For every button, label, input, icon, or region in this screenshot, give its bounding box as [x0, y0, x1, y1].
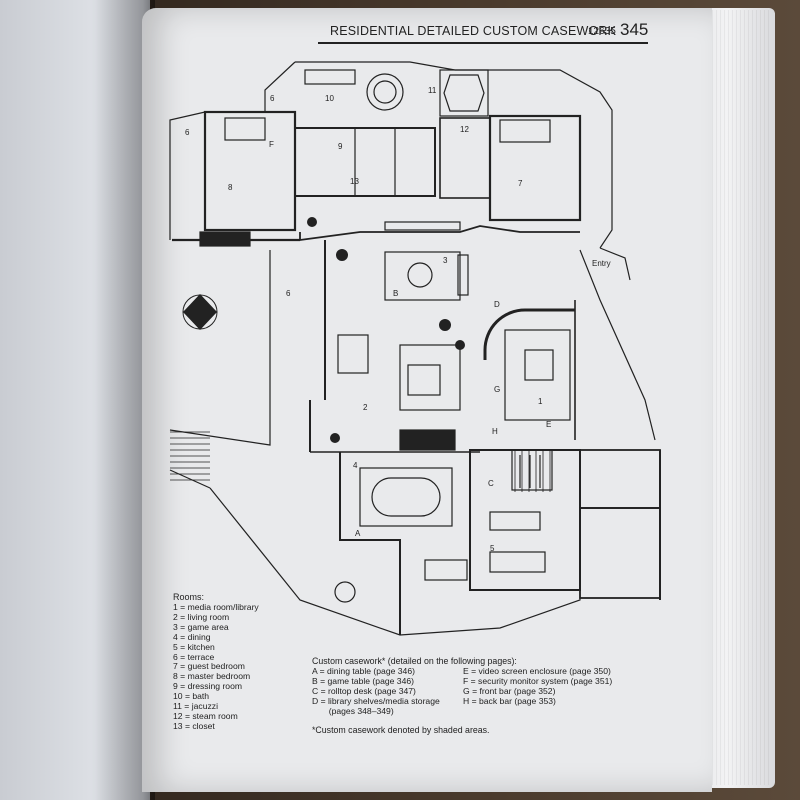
guest-bedroom-walls [488, 114, 582, 222]
list-item: 10 = bath [173, 691, 210, 702]
fireplace [399, 429, 456, 451]
living-seating [399, 344, 461, 411]
plant-icon [439, 319, 451, 331]
header-rule [318, 42, 648, 44]
book-page [142, 8, 712, 792]
room-label-13: 13 [350, 177, 359, 186]
library-shelves-wall [483, 308, 575, 360]
list-item: (pages 348–349) [312, 705, 394, 716]
dining-table-area [359, 467, 453, 527]
list-item: 7 = guest bedroom [173, 661, 245, 672]
list-item: B = game table (page 346) [312, 675, 415, 686]
casework-label-f: F [269, 140, 274, 149]
room-label-8: 8 [228, 183, 233, 192]
rooms-legend-title: Rooms: [173, 592, 205, 602]
list-item: 5 = kitchen [173, 641, 215, 652]
media-room-walls [504, 329, 571, 421]
header-title: RESIDENTIAL DETAILED CUSTOM CASEWORK [330, 24, 617, 38]
casework-label-h: H [492, 427, 498, 436]
room-label-12: 12 [460, 125, 469, 134]
room-label-6b: 6 [185, 128, 190, 137]
list-item: C = rolltop desk (page 347) [312, 685, 416, 696]
list-item: 1 = media room/library [173, 602, 259, 612]
game-table-area [384, 251, 461, 301]
list-item: E = video screen enclosure (page 350) [463, 666, 611, 676]
room-label-6a: 6 [270, 94, 275, 103]
casework-label-b: B [393, 289, 398, 298]
casework-legend-title: Custom casework* (detailed on the follow… [312, 656, 517, 666]
room-label-1: 1 [538, 397, 543, 406]
casework-footnote: *Custom casework denoted by shaded areas… [312, 725, 490, 735]
plant-icon [307, 217, 317, 227]
list-item: 13 = closet [173, 720, 215, 731]
list-item: 2 = living room [173, 611, 230, 622]
room-label-10: 10 [325, 94, 334, 103]
list-item: H = back bar (page 353) [463, 695, 556, 706]
list-item: A = dining table (page 346) [312, 666, 415, 676]
list-item: 4 = dining [173, 631, 211, 642]
room-label-2: 2 [363, 403, 368, 412]
room-label-5: 5 [490, 544, 495, 553]
room-label-4: 4 [353, 461, 358, 470]
list-item: 9 = dressing room [173, 681, 243, 692]
header-section-number: 12635 [588, 26, 616, 37]
list-item: 11 = jacuzzi [173, 701, 218, 712]
room-label-7: 7 [518, 179, 523, 188]
rooms-legend: 1 = media room/library 2 = living room 3… [173, 602, 259, 732]
room-label-6c: 6 [286, 289, 291, 298]
bath-dressing-walls [294, 127, 436, 197]
casework-label-d: D [494, 300, 500, 309]
list-item: 6 = terrace [173, 651, 215, 662]
header-page-number: 345 [620, 20, 649, 39]
plan-outline-north [295, 61, 613, 249]
plant-icon [455, 340, 465, 350]
list-item: D = library shelves/media storage [312, 695, 440, 706]
casework-legend-left: A = dining table (page 346) B = game tab… [312, 666, 440, 717]
plan-outline-west [169, 61, 296, 240]
casework-label-e: E [546, 420, 551, 429]
casework-label-g: G [494, 385, 500, 394]
master-bedroom-walls [203, 110, 297, 232]
room-label-3: 3 [443, 256, 448, 265]
list-item: G = front bar (page 352) [463, 685, 556, 696]
plant-icon [330, 433, 340, 443]
list-item: 3 = game area [173, 621, 229, 632]
left-page [0, 0, 150, 800]
room-label-9: 9 [338, 142, 343, 151]
casework-legend-right: E = video screen enclosure (page 350) F … [463, 666, 613, 707]
entry-label: Entry [592, 259, 611, 268]
list-item: F = security monitor system (page 351) [463, 675, 613, 686]
kitchen-walls [469, 449, 581, 591]
north-arrow-icon [182, 294, 218, 330]
plant-icon [336, 249, 348, 261]
room-label-11: 11 [428, 86, 437, 95]
casework-label-c: C [488, 479, 494, 488]
list-item: 12 = steam room [173, 710, 238, 721]
casework-label-a: A [355, 529, 361, 538]
list-item: 8 = master bedroom [173, 671, 251, 682]
